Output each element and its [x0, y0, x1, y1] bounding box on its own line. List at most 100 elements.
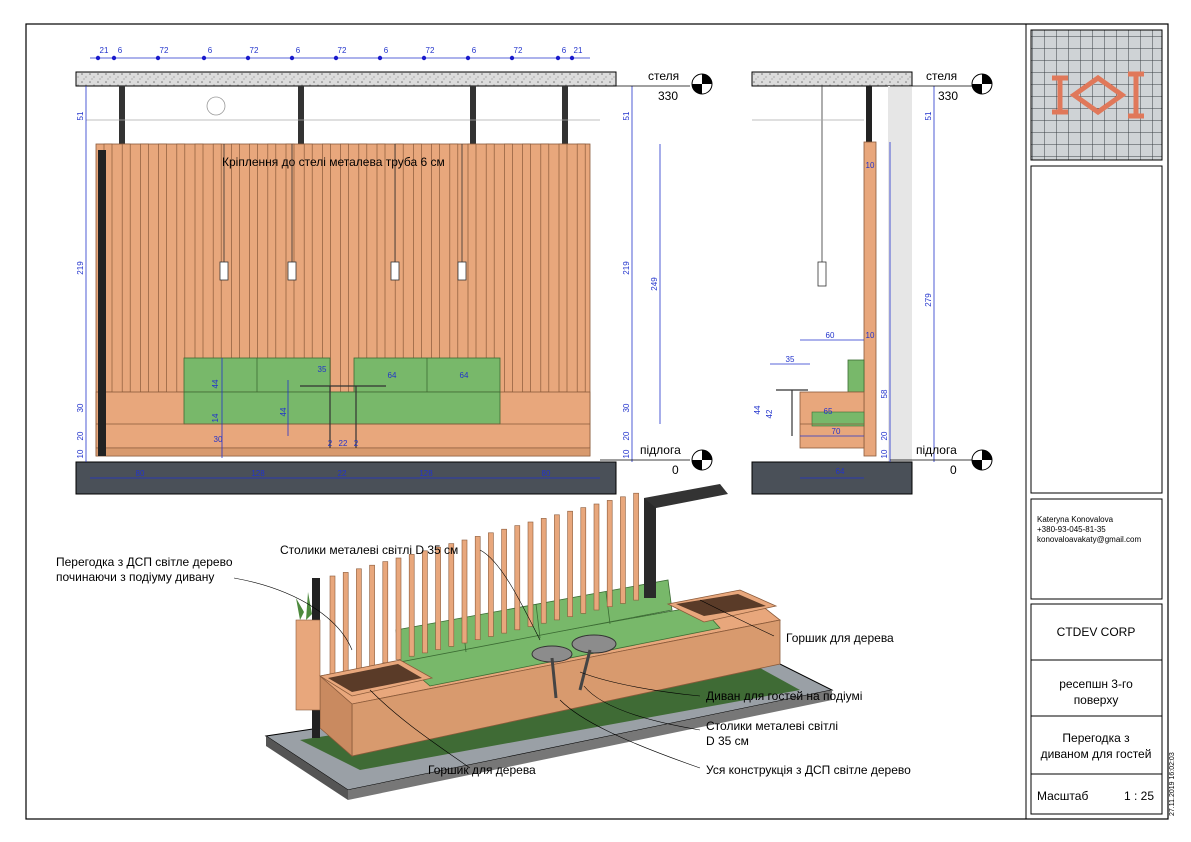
iso-slat — [461, 539, 468, 644]
note-partition-line1: Перегодка з ДСП світле дерево — [56, 555, 233, 569]
side-dim-8: 42 — [765, 409, 774, 418]
slat — [231, 143, 240, 393]
side-dim-10: 70 — [832, 427, 841, 436]
level-markers-side: стеля 330 підлога 0 — [890, 69, 993, 477]
dim-inner-0: 44 — [211, 379, 220, 388]
dim-top-10: 72 — [514, 46, 523, 55]
dim-inner-5: 64 — [388, 371, 397, 380]
iso-slat — [488, 532, 494, 637]
drawing-line1: Перегодка з — [1062, 731, 1130, 745]
ceiling-level-side: 330 — [938, 89, 958, 103]
dim-right-0: 51 — [622, 111, 631, 120]
iso-slat — [382, 561, 389, 664]
side-dim-3: 60 — [826, 331, 835, 340]
title-block: Kateryna Konovalova +380-93-045-81-35 ko… — [1030, 29, 1176, 816]
side-dim-2: 279 — [924, 293, 933, 307]
floor-level-side: 0 — [950, 463, 957, 477]
dim-top-0: 21 — [100, 46, 109, 55]
dim-bottom-3: 128 — [419, 469, 433, 478]
iso-slat — [369, 564, 375, 667]
iso-slat — [527, 521, 534, 627]
iso-slat — [501, 528, 507, 634]
slat — [267, 143, 277, 393]
dim-node — [333, 55, 339, 61]
dim-bottom-4: 80 — [542, 469, 551, 478]
slat — [558, 143, 568, 393]
note-tables-line1: Столики металеві світлі — [706, 719, 838, 733]
dim-bottom-1: 128 — [251, 469, 265, 478]
tables-front — [300, 385, 386, 448]
iso-slat — [580, 507, 587, 614]
scale-label: Масштаб — [1037, 789, 1088, 803]
slat — [431, 143, 440, 393]
side-dim-5: 35 — [786, 355, 795, 364]
slat — [194, 143, 204, 393]
iso-notes: Перегодка з ДСП світле дерево починаючи … — [56, 543, 911, 777]
iso-slat — [633, 492, 639, 601]
slat — [449, 143, 459, 393]
iso-partition-slats — [329, 492, 639, 677]
iso-slat — [593, 503, 600, 611]
dim-bottom-2: 22 — [338, 469, 347, 478]
iso-tables — [531, 634, 617, 699]
side-dim-1: 10 — [866, 161, 875, 170]
slat — [413, 143, 422, 393]
dim-top-3: 6 — [208, 46, 213, 55]
note-tables-line2: D 35 см — [706, 734, 749, 748]
dim-bottom-0: 80 — [136, 469, 145, 478]
floor-label-side: підлога — [916, 443, 957, 457]
dim-node — [509, 55, 515, 61]
ceiling-label-side: стеля — [926, 69, 957, 83]
iso-slat — [540, 518, 547, 624]
iso-slat — [514, 525, 521, 631]
dim-top-1: 6 — [118, 46, 123, 55]
side-dim-0: 51 — [924, 111, 933, 120]
iso-slat — [606, 500, 613, 607]
reference-photo-shapes — [1052, 71, 1144, 119]
slat — [140, 143, 149, 393]
iso-leaders — [233, 549, 775, 769]
project-line1: ресепшн 3-го — [1059, 677, 1133, 691]
side-dimensions — [770, 86, 935, 479]
company-name: CTDEV CORP — [1057, 625, 1136, 639]
side-dim-13: 64 — [836, 467, 845, 476]
note-partition-line2: починаючи з подіуму дивану — [56, 570, 214, 584]
slat — [376, 143, 386, 393]
info-panel — [1030, 603, 1163, 815]
slat — [340, 143, 349, 393]
slat — [121, 143, 131, 393]
ceiling-posts — [119, 86, 568, 144]
dim-left-1: 219 — [76, 261, 85, 275]
dim-inner-2: 30 — [214, 435, 223, 444]
dim-right-4: 10 — [622, 449, 631, 458]
dim-right-total: 249 — [650, 277, 659, 291]
dim-node — [289, 55, 295, 61]
dim-node — [155, 55, 161, 61]
reference-photo — [1030, 29, 1163, 161]
floor-label: підлога — [640, 443, 681, 457]
dim-left-0: 51 — [76, 111, 85, 120]
side-dim-12: 10 — [880, 449, 889, 458]
note-sofa: Диван для гостей на подіумі — [706, 689, 862, 703]
print-date: 27.11.2019 16:02:03 — [1169, 752, 1176, 816]
iso-slat — [474, 536, 481, 641]
iso-slat — [408, 554, 415, 657]
dim-inner-1: 14 — [211, 413, 220, 422]
dim-top-2: 72 — [160, 46, 169, 55]
dim-inner-6: 64 — [460, 371, 469, 380]
side-dim-9: 65 — [824, 407, 833, 416]
ceiling-slab — [75, 71, 617, 87]
slat — [358, 143, 368, 393]
side-section — [751, 71, 913, 495]
ceiling-label: стеля — [648, 69, 679, 83]
dim-node — [569, 55, 575, 61]
dim-top-8: 72 — [426, 46, 435, 55]
side-partition — [863, 141, 877, 457]
dim-top-9: 6 — [472, 46, 477, 55]
dim-node — [555, 55, 561, 61]
sheet-border — [25, 23, 1169, 820]
slat — [504, 143, 513, 393]
iso-slat — [342, 572, 349, 674]
dim-inner-9: 2 — [354, 439, 359, 448]
slat — [485, 143, 495, 393]
